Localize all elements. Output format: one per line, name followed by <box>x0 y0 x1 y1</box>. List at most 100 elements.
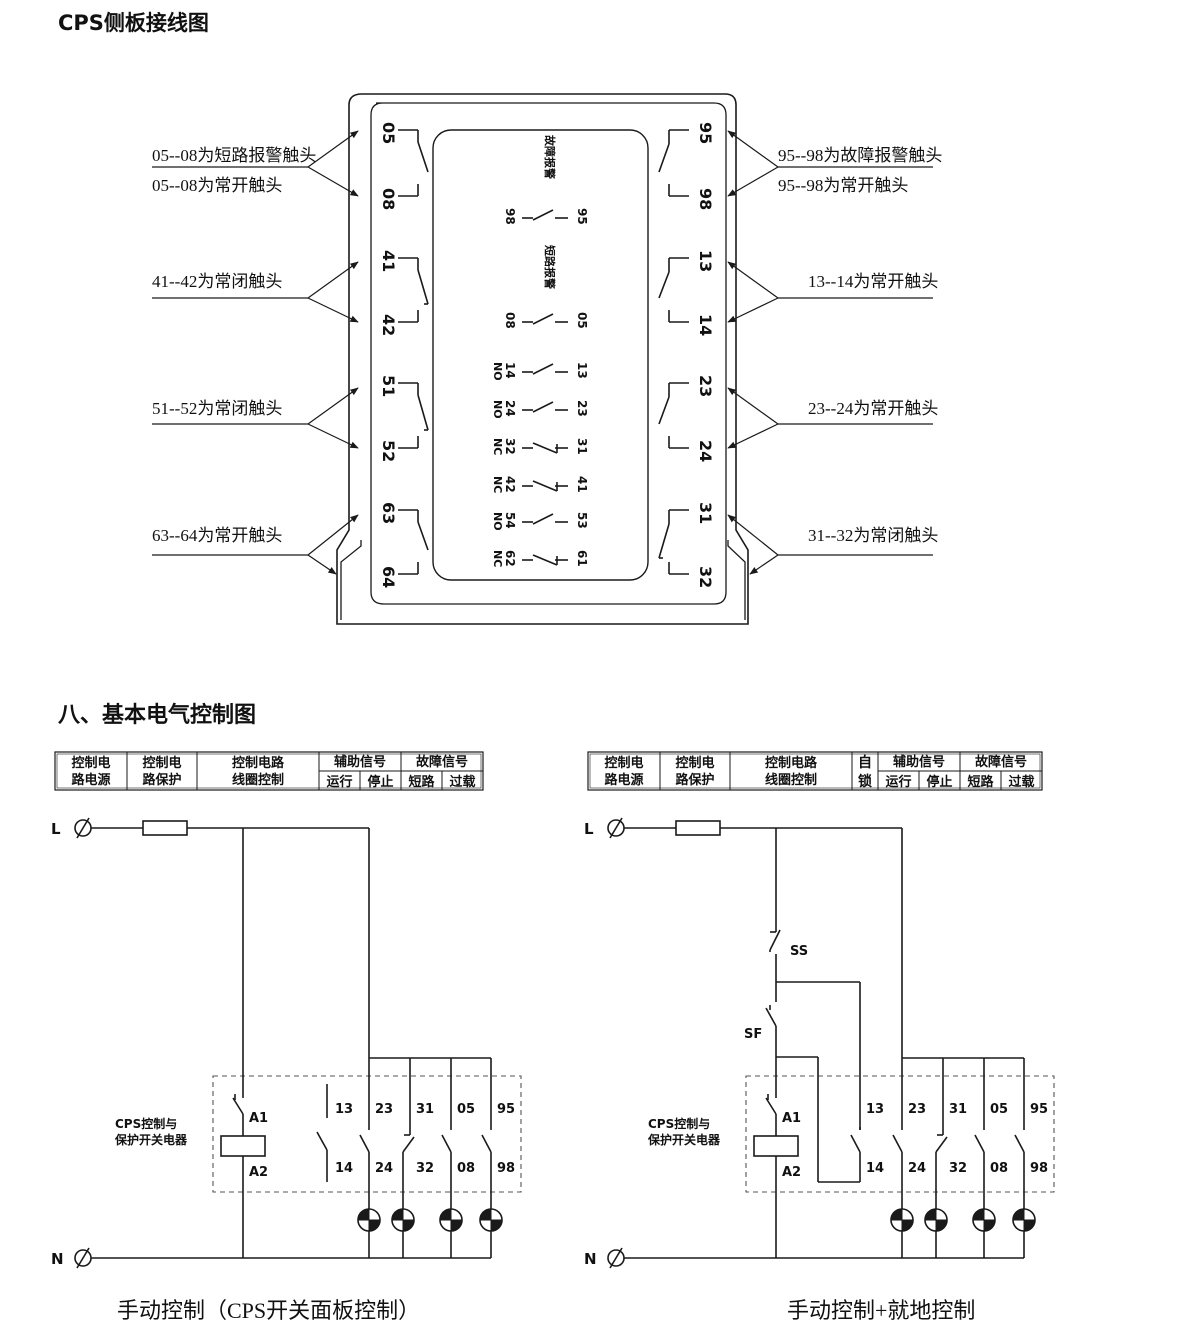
lamp-fill <box>479 1208 492 1221</box>
terminal-number-top: 63 <box>379 502 398 524</box>
inner-contact-right-number: 05 <box>575 312 589 329</box>
terminal-number-bottom: 24 <box>696 440 715 462</box>
terminal-slash <box>609 817 623 839</box>
inner-contact-type: NO <box>491 400 504 419</box>
contact-blade <box>532 209 554 221</box>
inner-contact-left-number: 62 <box>503 550 517 567</box>
inner-contact-right-number: 13 <box>575 362 589 379</box>
inner-contact-right-number: 23 <box>575 400 589 417</box>
contact-blade <box>532 480 558 492</box>
contact-number-top: 13 <box>335 1102 353 1117</box>
header-cell: 自 <box>858 754 872 771</box>
function-header-table: 控制电路电源控制电路保护控制电路线圈控制自锁辅助信号故障信号运行停止短路过载 <box>587 751 1043 791</box>
contact-number-bottom: 14 <box>866 1161 884 1176</box>
contact-number-bottom: 32 <box>416 1161 434 1176</box>
header-cell: 过载 <box>1008 774 1034 790</box>
panel-label-window <box>432 129 649 581</box>
lamp-fill <box>890 1208 903 1221</box>
contact-number-bottom: 08 <box>990 1161 1008 1176</box>
signal-lamp <box>890 1208 914 1232</box>
control-section-title: 八、基本电气控制图 <box>58 702 256 728</box>
signal-lamp <box>439 1208 463 1232</box>
left-callout-3: 51--52为常闭触头 <box>152 387 359 449</box>
callout-text: 41--42为常闭触头 <box>152 272 282 291</box>
inner-contact-type: NC <box>491 476 504 493</box>
contact-blade <box>532 313 554 325</box>
callout-text: 23--24为常开触头 <box>808 399 938 418</box>
lamp-fill <box>402 1219 415 1232</box>
header-cell: 故障信号 <box>416 754 468 770</box>
function-header-table: 控制电路电源控制电路保护控制电路线圈控制辅助信号故障信号运行停止短路过载 <box>54 751 484 791</box>
contact-number-bottom: 08 <box>457 1161 475 1176</box>
header-cell: 运行 <box>326 774 352 790</box>
cps-device-box <box>212 1075 522 1193</box>
line-label: N <box>584 1250 597 1268</box>
lamp-fill <box>935 1219 948 1232</box>
contact-number-top: 23 <box>908 1102 926 1117</box>
button-blade <box>765 1007 777 1027</box>
callout-text: 31--32为常闭触头 <box>808 526 938 545</box>
header-cell: 控制电 <box>675 755 714 771</box>
header-cell: 锁 <box>858 773 872 790</box>
contact-blade <box>316 1131 328 1151</box>
lamp-fill <box>490 1219 503 1232</box>
callout-arrow <box>307 423 359 449</box>
inner-contact-left-number: 14 <box>503 362 517 379</box>
contact-05-08: 05 08 <box>974 1058 1008 1218</box>
header-cell: 短路 <box>967 774 994 790</box>
callout-arrow <box>727 423 779 449</box>
coil-a1-label: A1 <box>249 1111 268 1126</box>
lamp-fill <box>368 1219 381 1232</box>
header-cell: 线圈控制 <box>765 772 817 788</box>
terminal-number-top: 31 <box>696 502 715 524</box>
fuse <box>675 820 721 836</box>
short-alarm-label: 短路报警 <box>543 245 557 289</box>
callout-text: 51--52为常闭触头 <box>152 399 282 418</box>
fuse <box>142 820 188 836</box>
inner-contact-type: NC <box>491 550 504 567</box>
header-cell: 过载 <box>449 774 475 790</box>
terminal-blade <box>658 523 670 559</box>
inner-contact-left-number: 24 <box>503 400 517 417</box>
header-cell: 线圈控制 <box>232 772 284 788</box>
header-cell: 路保护 <box>675 772 714 788</box>
terminal-number-bottom: 42 <box>379 314 398 336</box>
terminal-number-bottom: 32 <box>696 566 715 588</box>
cps-device-box <box>745 1075 1055 1193</box>
line-label: N <box>51 1250 64 1268</box>
terminal-number-top: 41 <box>379 250 398 272</box>
contact-blade <box>441 1134 452 1153</box>
header-cell: 路电源 <box>604 772 643 788</box>
inner-contact-left-number: 08 <box>503 312 517 329</box>
terminal-blade <box>658 396 670 425</box>
callout-arrow <box>727 514 779 556</box>
header-cell: 辅助信号 <box>334 754 386 770</box>
header-cell: 短路 <box>408 774 435 790</box>
device-label-line1: CPS控制与 <box>115 1116 177 1131</box>
header-cell: 控制电 <box>71 755 110 771</box>
panel-outer-outline <box>336 93 749 625</box>
contact-blade <box>850 1134 861 1153</box>
contact-number-top: 05 <box>990 1102 1008 1117</box>
contact-number-bottom: 14 <box>335 1161 353 1176</box>
device-label-line2: 保护开关电器 <box>114 1132 188 1147</box>
callout-arrow <box>307 130 359 168</box>
line-terminal: L <box>51 817 92 839</box>
callout-text: 05--08为短路报警触头 <box>152 146 316 165</box>
device-label-line2: 保护开关电器 <box>647 1132 721 1147</box>
contact-blade <box>532 363 554 375</box>
contact-blade <box>532 554 558 566</box>
callout-arrow <box>727 130 779 168</box>
terminal-number-top: 05 <box>379 122 398 144</box>
header-cell: 控制电路 <box>765 755 818 771</box>
terminal-number-top: 13 <box>696 250 715 272</box>
header-cell: 辅助信号 <box>893 754 945 770</box>
